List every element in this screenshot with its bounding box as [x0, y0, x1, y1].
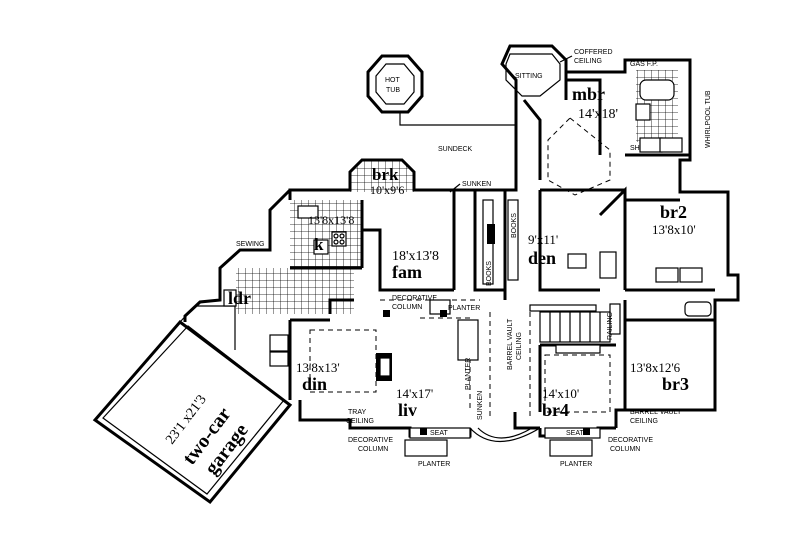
room-den-dim: 9'x11': [528, 232, 558, 247]
seat-left-label: SEAT: [430, 430, 448, 437]
room-br3-dim: 13'8x12'6: [630, 360, 681, 375]
hot-tub-label-2: TUB: [386, 87, 400, 94]
room-br3-name: br3: [662, 374, 689, 394]
annotations: SITTING COFFERED CEILING GAS F.P. WHIRLP…: [236, 49, 712, 468]
room-labels: mbr 14'x18' br2 13'8x10' 13'8x12'6 br3 1…: [228, 84, 696, 420]
planter-br-label: PLANTER: [560, 461, 592, 468]
deco-col-label-2: COLUMN: [392, 304, 422, 311]
dashed-lines: [309, 117, 611, 420]
planters-seats: [404, 299, 601, 457]
room-br2-name: br2: [660, 202, 687, 222]
room-liv-name: liv: [398, 400, 417, 420]
hot-tub: HOT TUB: [366, 54, 424, 114]
railing-label: RAILING: [607, 312, 614, 340]
gas-fp-label: GAS F.P.: [630, 61, 658, 68]
barrel-br-label-1: BARREL VAULT: [630, 409, 682, 416]
books-label-1: BOOKS: [511, 213, 518, 238]
barrel-vault-label-2: CEILING: [516, 332, 523, 360]
room-din-dim: 13'8x13': [296, 360, 340, 375]
tray-label-1: TRAY: [348, 409, 366, 416]
deco-col-bl-label-1: DECORATIVE: [348, 437, 393, 444]
room-mbr-dim: 14'x18': [578, 107, 618, 122]
room-fam-dim: 18'x13'8: [392, 249, 439, 264]
whirlpool-label: WHIRLPOOL TUB: [705, 90, 712, 148]
deco-col-br-label-1: DECORATIVE: [608, 437, 653, 444]
coffered-label-1: COFFERED: [574, 49, 613, 56]
sewing-label: SEWING: [236, 241, 264, 248]
room-brk-name: brk: [372, 165, 399, 184]
deco-col-label-1: DECORATIVE: [392, 295, 437, 302]
sh-label: SH: [630, 145, 640, 152]
barrel-br-label-2: CEILING: [630, 418, 658, 425]
sunken-fam-label: SUNKEN: [462, 181, 491, 188]
planter-bl-label: PLANTER: [418, 461, 450, 468]
room-brk-dim: 10'x9'6: [370, 183, 404, 197]
room-den-name: den: [528, 248, 556, 268]
coffered-label-2: CEILING: [574, 58, 602, 65]
sitting-label: SITTING: [515, 73, 543, 80]
room-din-name: din: [302, 374, 327, 394]
bookshelves: [482, 199, 519, 285]
sunken-liv-label: SUNKEN: [477, 391, 484, 420]
room-liv-dim: 14'x17': [396, 386, 433, 401]
room-k-name: k: [314, 235, 324, 254]
deco-col-bl-label-2: COLUMN: [358, 446, 388, 453]
books-label-2: BOOKS: [486, 261, 493, 286]
interior-walls: [288, 72, 715, 412]
tray-label-2: CEILING: [346, 418, 374, 425]
hot-tub-label-1: HOT: [385, 77, 401, 84]
room-k-dim: 13'8x13'8: [308, 213, 354, 227]
deco-col-br-label-2: COLUMN: [610, 446, 640, 453]
seat-right-label: SEAT: [566, 430, 584, 437]
planter-top-label: PLANTER: [448, 305, 480, 312]
room-br2-dim: 13'8x10': [652, 222, 696, 237]
fixtures: [223, 79, 712, 381]
columns: [383, 310, 590, 435]
room-br4-name: br4: [542, 400, 569, 420]
room-ldr-name: ldr: [228, 288, 251, 308]
stairs: [539, 311, 611, 343]
sundeck-label: SUNDECK: [438, 146, 473, 153]
planter-left-label: PLANTER: [465, 358, 472, 390]
garage: 23'1 x21'3 two-car garage: [92, 305, 293, 505]
room-mbr-name: mbr: [572, 84, 605, 104]
sitting-bay: [505, 53, 561, 97]
room-br4-dim: 14'x10': [542, 386, 579, 401]
room-fam-name: fam: [392, 262, 422, 282]
barrel-vault-label-1: BARREL VAULT: [507, 318, 514, 370]
